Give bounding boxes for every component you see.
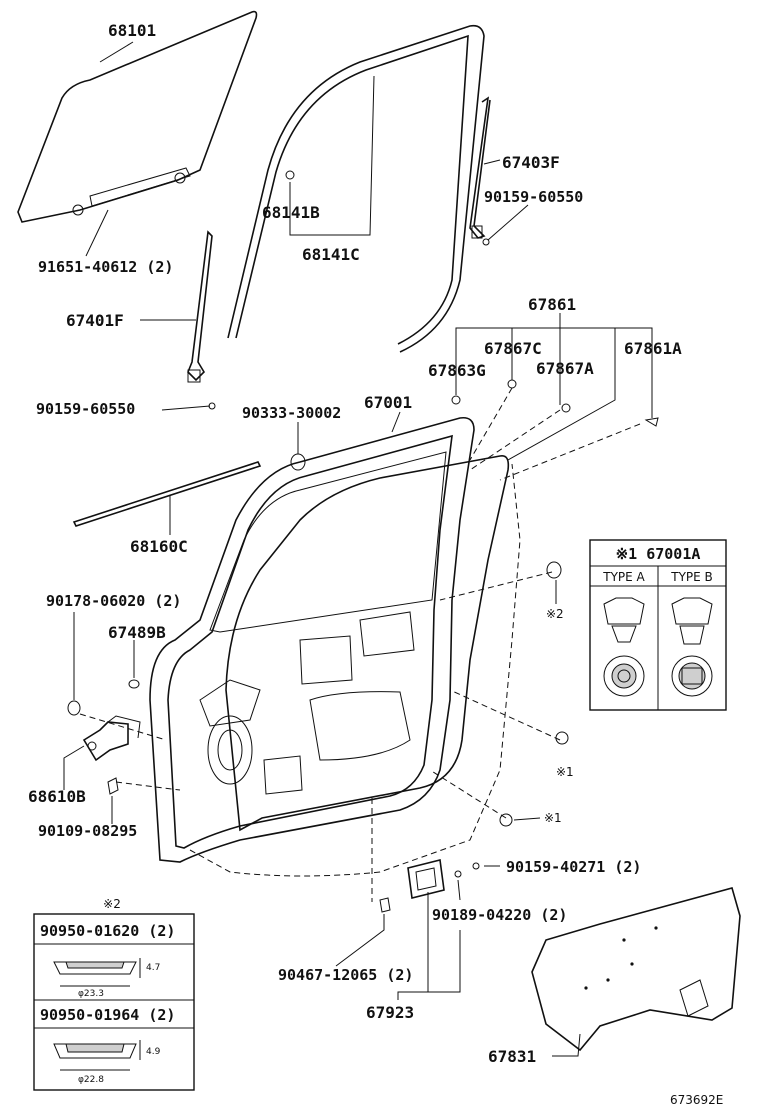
clip-type-table: ※1 67001A TYPE A TYPE B <box>589 539 727 711</box>
label-67861: 67861 <box>528 295 576 314</box>
dash-5 <box>449 689 561 741</box>
plug-ref2 <box>546 561 562 579</box>
plug-row2-diameter: φ22.8 <box>78 1075 104 1085</box>
clip-b-top <box>671 655 713 697</box>
door-panel <box>149 416 521 877</box>
leader-67923 <box>397 892 429 1000</box>
label-90159-60550-upper: 90159-60550 <box>484 188 583 206</box>
bolt-90109 <box>107 777 119 795</box>
dash-2 <box>469 409 561 471</box>
ref-note-2: ※2 <box>546 607 564 621</box>
clip-b-side <box>671 597 713 625</box>
label-90178-06020: 90178-06020 (2) <box>46 592 181 610</box>
clip-67863G <box>451 395 461 405</box>
glass-run-channel <box>227 24 485 353</box>
clip-68141B <box>285 170 295 180</box>
ref-note-1b: ※1 <box>544 811 562 825</box>
plug-row1-part: 90950-01620 (2) <box>40 922 175 940</box>
leader-68101 <box>99 41 134 63</box>
screw-90467 <box>379 897 391 913</box>
clip-67861A <box>644 417 659 427</box>
leader-67001 <box>391 411 401 433</box>
dash-1 <box>469 387 513 461</box>
label-68141C: 68141C <box>302 245 360 264</box>
rear-division-bar <box>469 96 491 239</box>
label-90109-08295: 90109-08295 <box>38 822 137 840</box>
dash-hinge1 <box>79 713 167 741</box>
leader-67831 <box>552 1033 581 1057</box>
leader-67861-bracket <box>455 327 653 418</box>
label-68101: 68101 <box>108 21 156 40</box>
plug-table-title: ※2 <box>103 897 121 911</box>
leader-91651 <box>85 209 109 257</box>
label-90333-30002: 90333-30002 <box>242 404 341 422</box>
dash-3 <box>499 423 641 481</box>
label-67861A: 67861A <box>624 339 682 358</box>
label-67867C: 67867C <box>484 339 542 358</box>
label-91651-40612: 91651-40612 (2) <box>38 258 173 276</box>
clip-table-type-a: TYPE A <box>602 570 645 584</box>
screw-90159-60550 <box>482 238 490 246</box>
leader-68141 <box>289 75 375 236</box>
clip-table-type-b: TYPE B <box>670 570 713 584</box>
screw-90189 <box>454 870 462 878</box>
label-90159-60550-lower: 90159-60550 <box>36 400 135 418</box>
label-67401F: 67401F <box>66 311 124 330</box>
clip-ref1b <box>499 813 513 827</box>
plug-row2-part: 90950-01964 (2) <box>40 1006 175 1024</box>
plug-row1-height: 4.7 <box>146 963 160 973</box>
diagram-id: 673692E <box>670 1093 723 1107</box>
label-67489B: 67489B <box>108 623 166 642</box>
leader-90159a <box>487 204 529 241</box>
leader-68610B <box>63 745 85 790</box>
leader-67923b <box>428 930 461 993</box>
dash-hinge2 <box>115 781 181 791</box>
leader-67403F <box>483 159 501 165</box>
bolt-90178 <box>67 700 81 716</box>
screw-90159-60550b <box>208 402 216 410</box>
leader-67861-main <box>507 328 616 461</box>
label-68610B: 68610B <box>28 787 86 806</box>
clip-67867A <box>561 403 571 413</box>
label-90189-04220: 90189-04220 (2) <box>432 906 567 924</box>
clip-a-side <box>603 597 645 625</box>
leader-90159b <box>161 405 211 411</box>
label-67001: 67001 <box>364 393 412 412</box>
dash-6 <box>429 769 507 819</box>
leader-90189 <box>457 879 461 901</box>
plug-row1-diameter: φ23.3 <box>78 989 104 999</box>
plug-row2-height: 4.9 <box>146 1047 161 1057</box>
plug-67489B <box>128 679 140 689</box>
front-division-bar <box>187 230 213 383</box>
label-67863G: 67863G <box>428 361 486 380</box>
plug-spec-table: 90950-01620 (2) 90950-01964 (2) 4.7 φ23.… <box>33 913 195 1091</box>
clip-ref1a <box>555 731 569 745</box>
label-90159-40271: 90159-40271 (2) <box>506 858 641 876</box>
clip-a-top <box>603 655 645 697</box>
label-90467-12065: 90467-12065 (2) <box>278 966 413 984</box>
label-67831: 67831 <box>488 1047 536 1066</box>
label-67923: 67923 <box>366 1003 414 1022</box>
leader-90467 <box>335 914 385 967</box>
door-hinge <box>82 715 141 762</box>
label-67403F: 67403F <box>502 153 560 172</box>
belt-moulding <box>72 461 262 527</box>
service-hole-cover <box>531 887 741 1052</box>
label-67867A: 67867A <box>536 359 594 378</box>
clip-67867C <box>507 379 517 389</box>
inside-handle <box>407 859 445 899</box>
label-68160C: 68160C <box>130 537 188 556</box>
label-68141B: 68141B <box>262 203 320 222</box>
clip-table-title: ※1 67001A <box>616 545 701 563</box>
clip-90159-40271 <box>472 862 480 870</box>
door-glass <box>17 10 258 223</box>
leader-ref1b <box>513 817 541 821</box>
ref-note-1a: ※1 <box>556 765 574 779</box>
dash-4 <box>439 571 553 601</box>
